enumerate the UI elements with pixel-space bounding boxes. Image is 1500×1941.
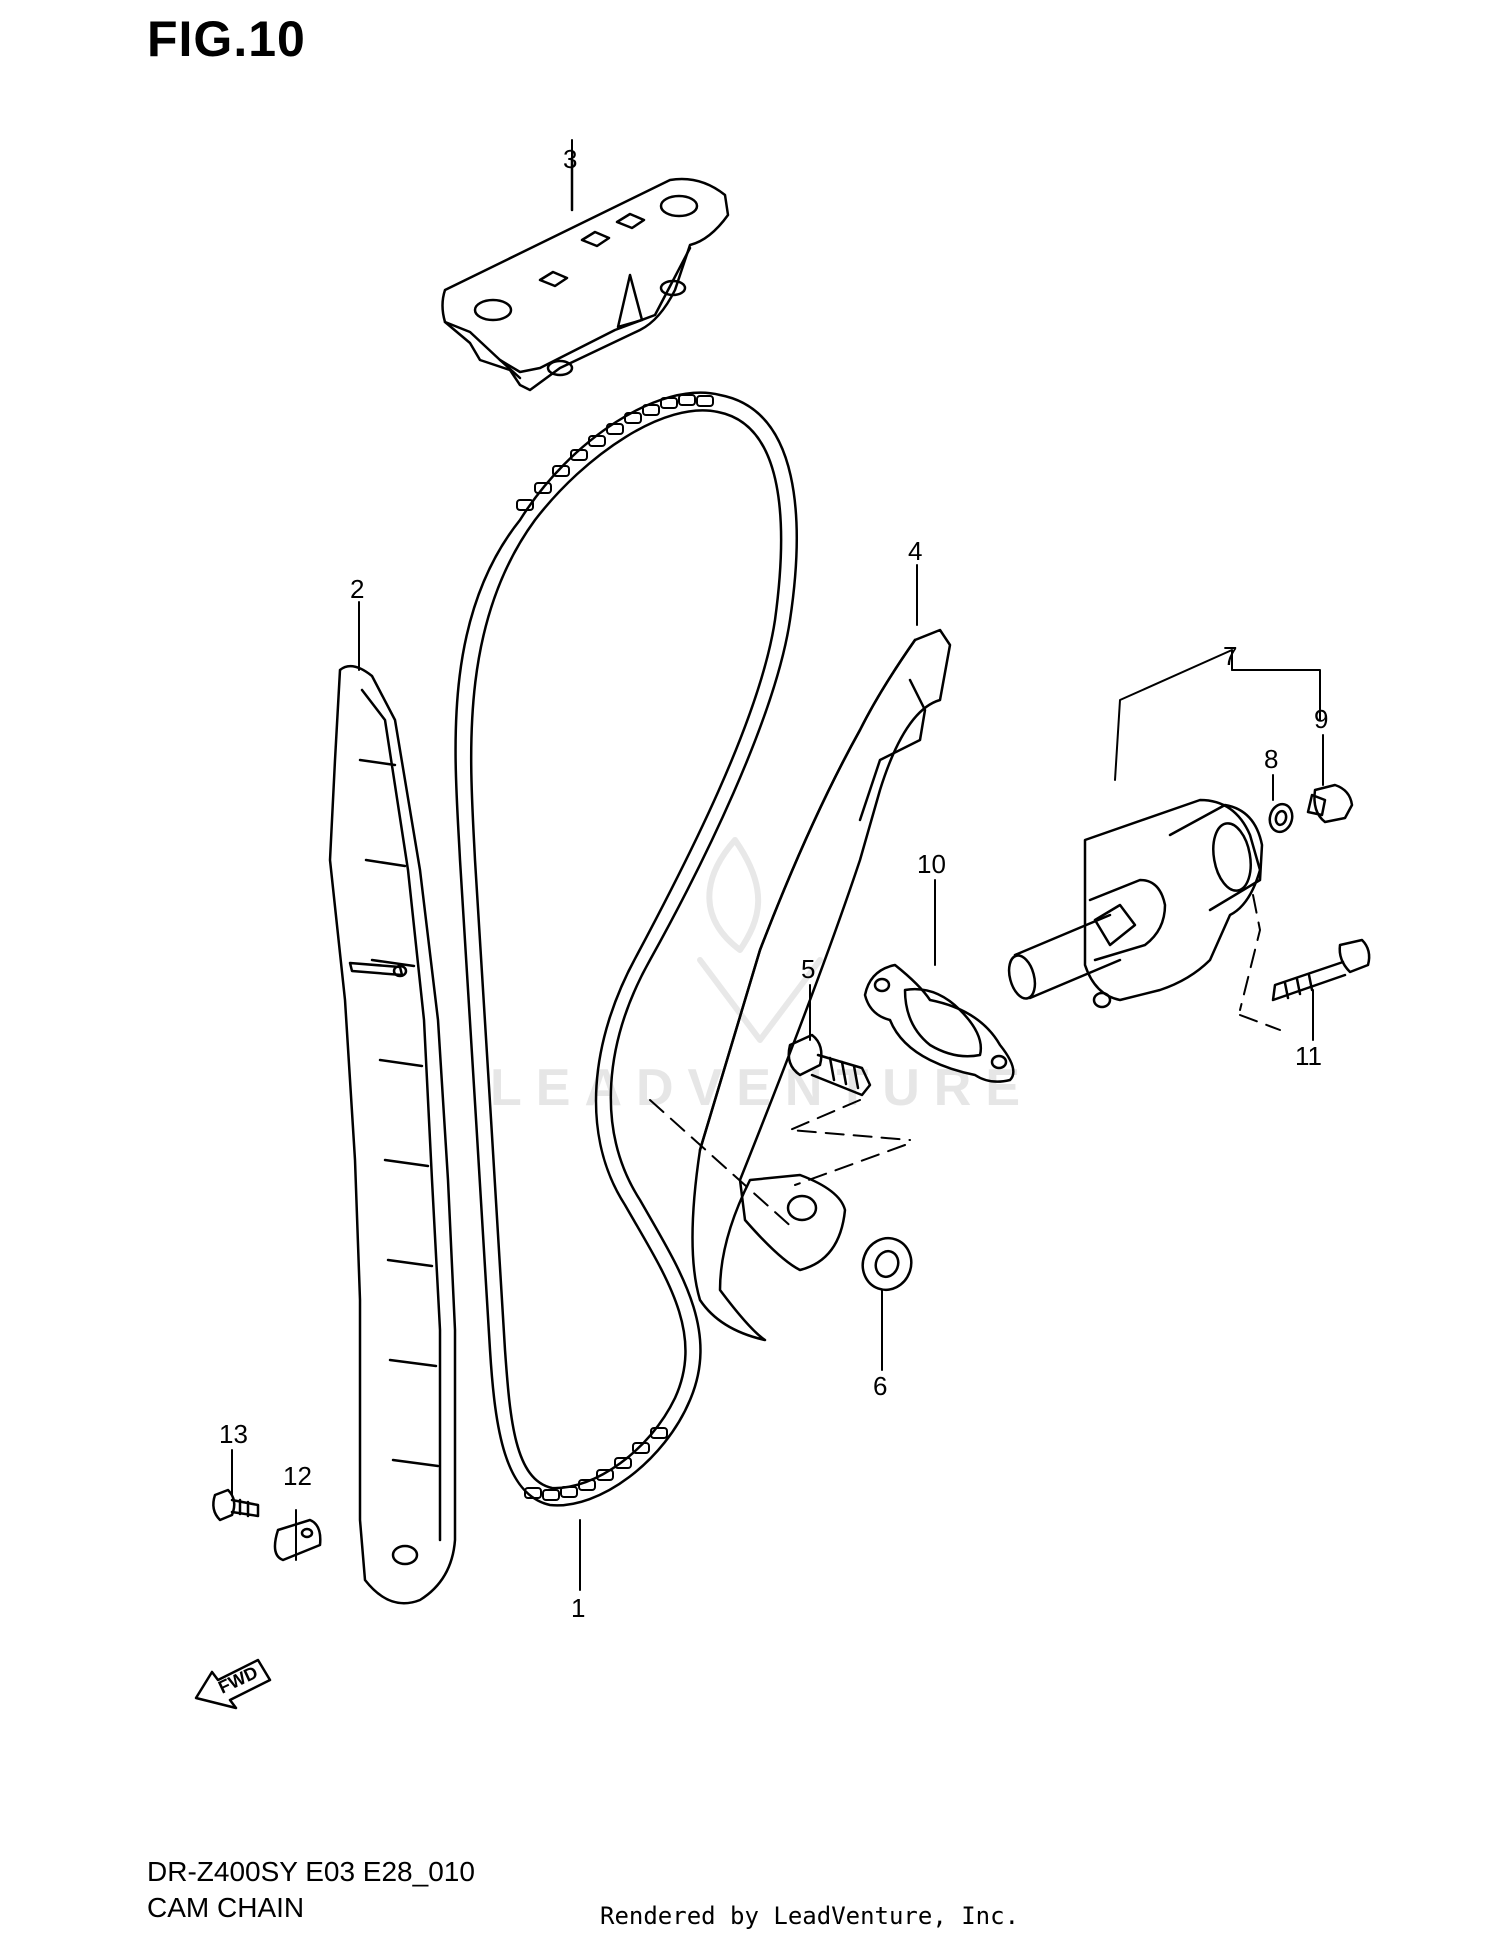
callout-11: 11 [1295,1041,1322,1071]
callout-12: 12 [283,1461,312,1491]
callout-13: 13 [219,1419,248,1449]
bolt-part [1271,938,1371,1002]
callout-2: 2 [350,574,364,604]
pivot-bolt-part [787,1033,872,1097]
callout-9: 9 [1314,704,1328,734]
callout-3: 3 [563,144,577,174]
callout-6: 6 [873,1371,887,1401]
model-code: DR-Z400SY E03 E28_010 [147,1856,475,1887]
render-credit: Rendered by LeadVenture, Inc. [600,1902,1020,1930]
upper-chain-guide-part [441,158,730,392]
washer-part [861,1236,913,1292]
cam-chain-part [454,391,798,1507]
gasket-part [863,963,1015,1083]
small-washer-part [1268,802,1294,834]
leader-lines [231,139,1324,1591]
callout-10: 10 [917,849,946,879]
callout-4: 4 [908,536,922,566]
figure-title: FIG.10 [147,11,306,67]
plug-bolt-part [1306,783,1354,824]
callout-1: 1 [571,1593,585,1623]
callout-5: 5 [801,954,815,984]
forward-arrow-icon: FWD [194,1658,272,1710]
callout-7: 7 [1223,641,1237,671]
watermark-logo [697,837,823,1043]
tension-adjuster-part [1007,798,1264,1009]
tensioner-guide-part [691,628,952,1342]
section-name: CAM CHAIN [147,1892,305,1923]
screw-part [212,1488,260,1522]
rear-chain-guide-part [328,664,457,1605]
watermark-text: LEADVENTURE [490,1059,1034,1117]
stopper-plate-part [273,1518,322,1562]
alignment-lines [649,894,1281,1231]
callout-8: 8 [1264,744,1278,774]
